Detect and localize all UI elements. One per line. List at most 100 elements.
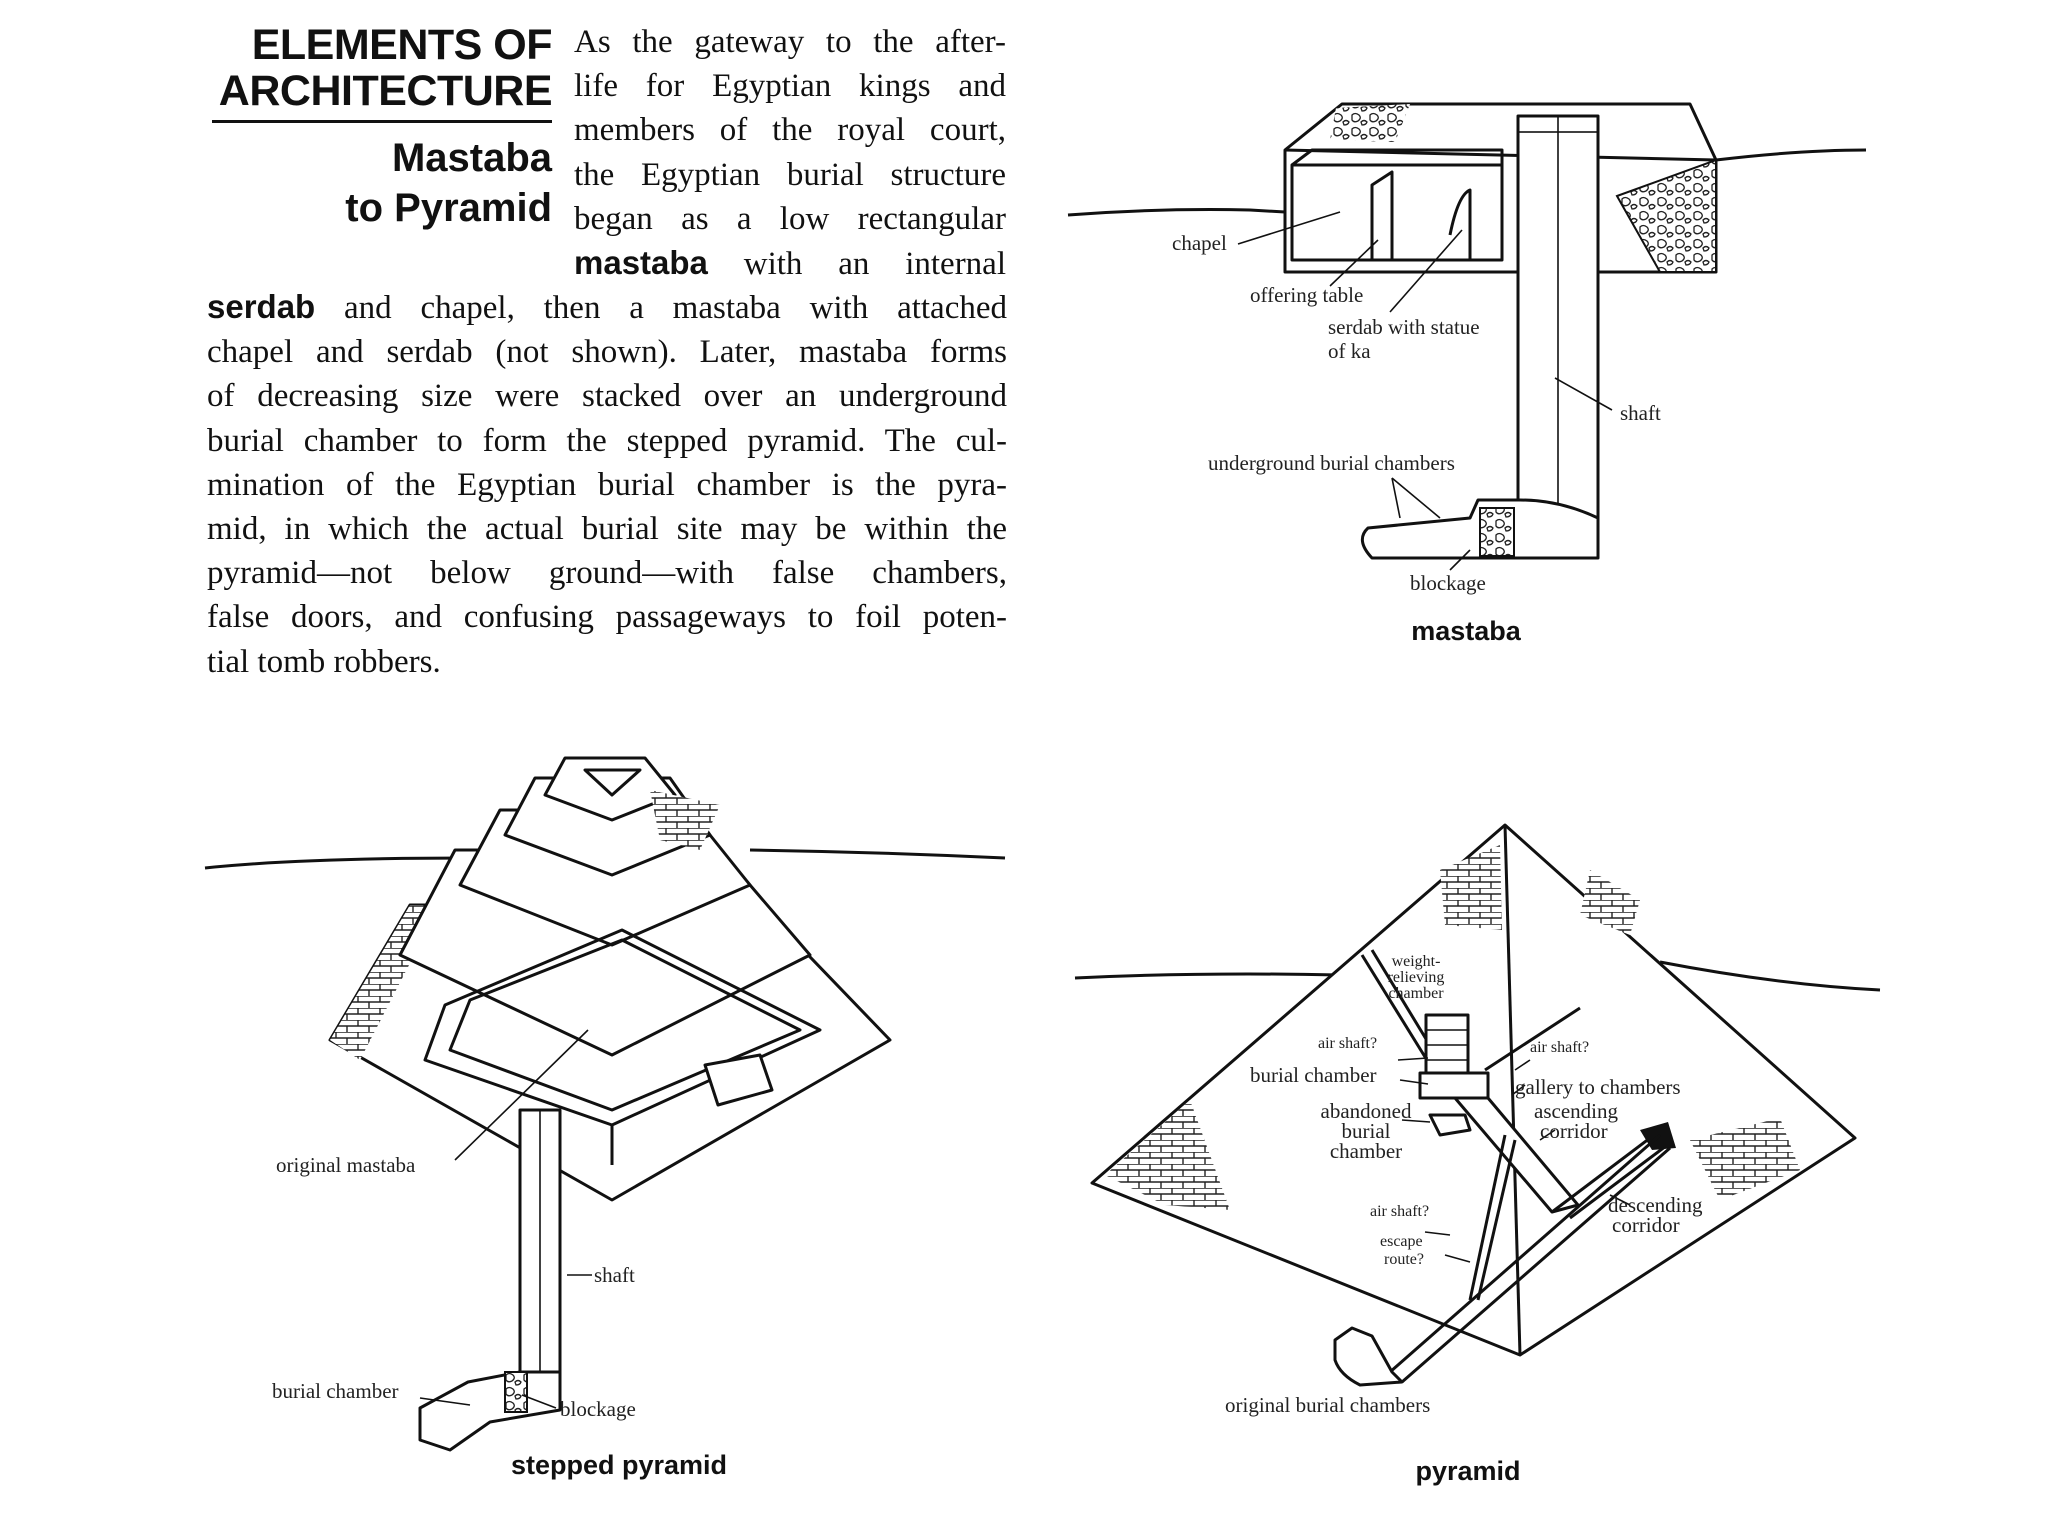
heading-rule — [212, 120, 552, 123]
label-air-shaft-left: air shaft? — [1318, 1035, 1377, 1052]
pyramid-burial-chamber — [1418, 1071, 1490, 1100]
label-gallery: gallery to chambers — [1515, 1075, 1681, 1099]
pyramid-ascending-2 — [1569, 1144, 1667, 1220]
body-line: mid, in which the actual burial site may… — [207, 511, 1007, 548]
label-stepped-burial: burial chamber — [272, 1379, 399, 1403]
label-descending-2: corridor — [1612, 1213, 1680, 1237]
label-weight-2: relieving — [1388, 969, 1445, 986]
leader-blockage — [1449, 549, 1471, 571]
stepped-burial-chamber — [418, 1370, 562, 1452]
term-mastaba: mastaba — [574, 244, 708, 282]
mastaba-ground-right — [1715, 148, 1867, 162]
stepped-ground-left — [204, 856, 471, 870]
pyramid-relieving-layers — [1426, 1029, 1468, 1061]
body-line-last: tial tomb robbers. — [207, 643, 441, 680]
intro-line: the Egyptian burial structure — [574, 156, 1006, 193]
pyramid-air-shaft-right — [1484, 1006, 1581, 1072]
label-chapel: chapel — [1172, 231, 1227, 255]
pyramid-queens-chamber — [1428, 1113, 1472, 1137]
label-original-mastaba: original mastaba — [276, 1153, 416, 1177]
stepped-ground-right — [749, 848, 1006, 860]
mastaba-diagram: chapel offering table serdab with statue… — [1067, 102, 1867, 646]
mastaba-stonework-top — [1330, 104, 1410, 142]
subheading-line-1: Mastaba — [391, 136, 552, 180]
pyramid-relieving-chamber — [1424, 1013, 1470, 1075]
caption-mastaba: mastaba — [1411, 616, 1522, 646]
mastaba-ground-left — [1067, 208, 1286, 217]
body-paragraph: serdab and chapel, then a mastaba with a… — [207, 285, 1007, 684]
intro-line: members of the royal court, — [574, 112, 1006, 149]
label-underground: underground burial chambers — [1208, 451, 1455, 475]
label-air-shaft-right: air shaft? — [1530, 1039, 1589, 1056]
pyramid-descending-1 — [1389, 1133, 1661, 1374]
pyramid-ground-left — [1074, 972, 1341, 980]
label-stepped-shaft: shaft — [594, 1263, 635, 1287]
mastaba-serdab-statue — [1448, 188, 1472, 260]
leader-offering-table — [1329, 239, 1379, 287]
intro-line: As the gateway to the after- — [574, 24, 1006, 60]
leader-escape — [1444, 1254, 1471, 1263]
leader-abandoned — [1401, 1119, 1431, 1123]
subheading-line-2: to Pyramid — [345, 186, 552, 230]
body-line: pyramid—not below ground—with false cham… — [207, 555, 1007, 592]
label-weight-3: chamber — [1388, 985, 1444, 1002]
label-stepped-blockage: blockage — [560, 1397, 636, 1421]
stepped-entrance — [703, 1053, 774, 1107]
label-ascending-1: ascending — [1534, 1099, 1618, 1123]
pyramid-diagram: weight- relieving chamber air shaft? air… — [1074, 823, 1881, 1486]
label-mastaba-shaft: shaft — [1620, 401, 1661, 425]
leader-chapel — [1237, 211, 1341, 245]
pyramid-original-chamber — [1333, 1326, 1404, 1387]
label-abandoned-3: chamber — [1330, 1139, 1402, 1163]
leader-stepped-blockage — [521, 1394, 557, 1409]
label-escape-2: route? — [1384, 1251, 1424, 1268]
leader-gallery — [1511, 1084, 1526, 1096]
leader-burial — [1399, 1079, 1429, 1085]
mastaba-blockage — [1479, 507, 1515, 557]
pyramid-ascending-1 — [1551, 1130, 1659, 1214]
intro-line: began as a low rectangular — [574, 200, 1006, 237]
leader-underground — [1391, 477, 1441, 519]
stepped-blockage — [504, 1371, 528, 1413]
heading-line-2: ARCHITECTURE — [218, 67, 553, 115]
leader-serdab — [1389, 229, 1463, 313]
pyramid-brick-left — [1105, 1100, 1230, 1210]
body-line: of decreasing size were stacked over an … — [207, 378, 1007, 415]
mastaba-chapel-box — [1290, 163, 1504, 262]
intro-line-6: mastaba with an internal — [574, 241, 1006, 286]
pyramid-escape-2 — [1476, 1139, 1517, 1301]
leader-air-left — [1397, 1057, 1429, 1061]
leader-shaft — [1554, 377, 1613, 411]
intro-line: life for Egyptian kings and — [574, 68, 1006, 105]
label-abandoned-1: abandoned — [1321, 1099, 1412, 1123]
mastaba-stonework — [1615, 158, 1717, 273]
body-line-1: serdab and chapel, then a mastaba with a… — [207, 285, 1007, 330]
pyramid-descending-2 — [1401, 1146, 1671, 1384]
label-pyramid-burial: burial chamber — [1250, 1063, 1377, 1087]
pyramid-brick-top-left — [1440, 845, 1502, 930]
leader-air-low — [1424, 1231, 1451, 1236]
stepped-brickwork-top — [650, 790, 720, 850]
mastaba-chapel-top — [1291, 148, 1504, 167]
body-line: chapel and serdab (not shown). Later, ma… — [207, 334, 1007, 371]
label-serdab-2: of ka — [1328, 339, 1371, 363]
leader-descending — [1609, 1194, 1631, 1206]
term-serdab: serdab — [207, 288, 316, 325]
leader-stepped-burial — [419, 1397, 471, 1406]
pyramid-air-shaft-left — [1360, 954, 1432, 1066]
label-abandoned-2: burial — [1342, 1119, 1391, 1143]
leader-air-right — [1514, 1059, 1531, 1071]
pyramid-brick-top-right — [1580, 870, 1640, 935]
leader-original-mastaba — [454, 1029, 589, 1161]
pyramid-brick-right — [1690, 1118, 1800, 1200]
mastaba-offering-table — [1370, 170, 1394, 260]
label-descending-1: descending — [1608, 1193, 1703, 1217]
label-mastaba-blockage: blockage — [1410, 571, 1486, 595]
stepped-pyramid-diagram: original mastaba shaft burial chamber bl… — [204, 756, 1006, 1480]
label-original-chambers: original burial chambers — [1225, 1393, 1430, 1417]
caption-stepped-pyramid: stepped pyramid — [511, 1450, 727, 1480]
pyramid-ground-right — [1659, 960, 1881, 992]
intro-line-6-rest: with an internal — [707, 246, 1006, 283]
stepped-apex — [583, 768, 642, 797]
